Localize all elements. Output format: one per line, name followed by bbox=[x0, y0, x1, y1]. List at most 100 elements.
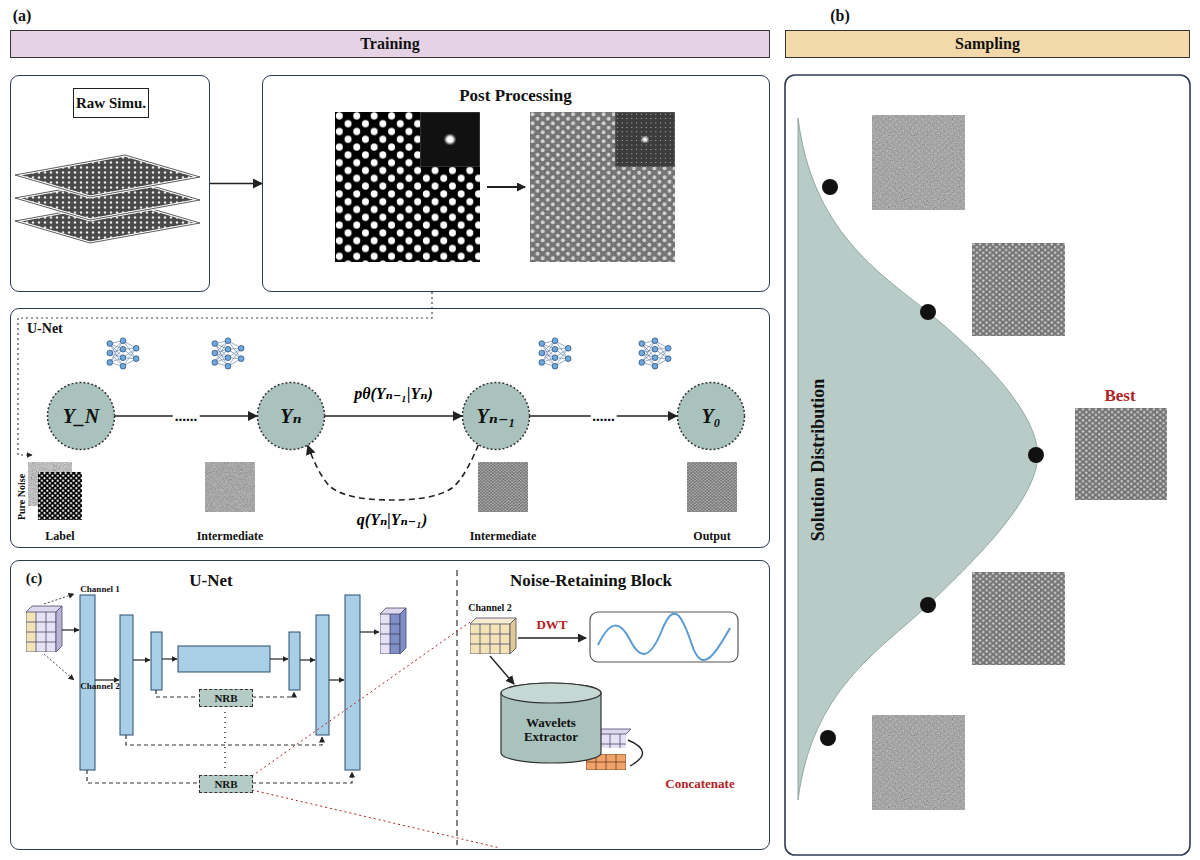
unet-architecture bbox=[95, 679, 119, 680]
header-band: Sampling bbox=[785, 30, 1190, 58]
diffusion-images bbox=[478, 462, 528, 512]
node-text: U-Net bbox=[141, 569, 281, 593]
unet-architecture bbox=[316, 615, 329, 735]
node-text: Post Processing bbox=[263, 84, 768, 108]
node-text: Raw Simu. bbox=[73, 88, 149, 118]
unet-architecture bbox=[80, 595, 360, 770]
sample-image bbox=[972, 572, 1065, 665]
post-processing-images bbox=[335, 112, 675, 262]
unet-architecture bbox=[252, 622, 500, 848]
panel-box: U-NetNoise-Retaining BlockNRBNRBWavelets… bbox=[10, 560, 770, 850]
sample-image bbox=[872, 115, 965, 210]
noise-retaining-block-art bbox=[470, 624, 510, 654]
simulation-sheets bbox=[15, 155, 200, 243]
solution-distribution-curve bbox=[798, 118, 1044, 800]
solution-distribution-curve bbox=[1028, 447, 1044, 463]
unet-architecture bbox=[151, 632, 162, 690]
unet-architecture bbox=[87, 690, 352, 783]
unet-icon bbox=[639, 338, 671, 369]
node-text: Wavelets Extractor bbox=[499, 681, 603, 765]
unet-architecture bbox=[390, 614, 400, 654]
vertical-label: Solution Distribution bbox=[808, 379, 829, 542]
noise-retaining-block-art bbox=[518, 637, 586, 638]
unet-architecture bbox=[26, 612, 36, 652]
unet-architecture bbox=[26, 570, 500, 848]
sample-image bbox=[872, 115, 1167, 810]
unet-architecture bbox=[87, 770, 197, 783]
state-circle: Y₀ bbox=[676, 381, 746, 451]
transition-arrow bbox=[210, 183, 262, 185]
text-label: Concatenate bbox=[665, 776, 734, 792]
unet-architecture bbox=[345, 595, 360, 770]
node-text: Noise-Retaining Block bbox=[471, 569, 711, 593]
noise-retaining-block-art bbox=[490, 656, 514, 684]
text-label: Channel 2 bbox=[468, 602, 512, 613]
text-label: Output bbox=[693, 529, 730, 544]
text-label: Intermediate bbox=[470, 529, 537, 544]
diffusion-images bbox=[38, 472, 82, 520]
sampling-panel bbox=[785, 75, 1190, 855]
nrb-box: NRB bbox=[199, 689, 253, 707]
noise-retaining-block-art bbox=[590, 612, 738, 662]
node-text: Yₙ₋₁ bbox=[461, 381, 531, 451]
solution-distribution-curve bbox=[822, 179, 838, 195]
unet-architecture bbox=[456, 570, 457, 845]
unet-architecture bbox=[252, 790, 500, 848]
simulation-sheets bbox=[15, 155, 200, 197]
text-label: Channel 1 bbox=[80, 584, 119, 594]
node-text: NRB bbox=[200, 690, 252, 706]
text-label: Channel 2 bbox=[80, 681, 119, 691]
node-text: Y₀ bbox=[676, 381, 746, 451]
transition-arrow bbox=[308, 445, 478, 500]
sample-image bbox=[1075, 408, 1167, 500]
unet-architecture bbox=[162, 658, 177, 659]
text-label: (b) bbox=[830, 7, 850, 25]
unet-architecture bbox=[224, 712, 226, 770]
edge-label: ...... bbox=[173, 408, 200, 425]
node-text: Y_N bbox=[46, 381, 116, 451]
unet-architecture bbox=[120, 615, 133, 735]
panel-box: Post Processing bbox=[262, 75, 770, 292]
noise-retaining-block-art bbox=[598, 614, 730, 660]
unet-icon bbox=[107, 338, 139, 369]
edge-label: ...... bbox=[590, 408, 617, 425]
unet-architecture bbox=[289, 632, 300, 690]
unet-architecture bbox=[300, 659, 315, 660]
unet-icon bbox=[539, 338, 571, 369]
state-circle: Y_N bbox=[46, 381, 116, 451]
state-circle: Yₙ₋₁ bbox=[461, 381, 531, 451]
transition-arrow bbox=[325, 415, 462, 417]
panel-box: Raw Simu. bbox=[10, 75, 210, 292]
unet-architecture bbox=[156, 690, 197, 697]
diffusion-images bbox=[687, 462, 737, 512]
unet-architecture bbox=[62, 630, 379, 680]
unet-architecture bbox=[56, 606, 62, 652]
leader-line bbox=[18, 292, 432, 455]
post-processing-images bbox=[335, 112, 480, 262]
solution-distribution-curve bbox=[920, 597, 936, 613]
unet-architecture bbox=[270, 658, 288, 659]
text-label: (c) bbox=[26, 570, 43, 587]
node-text: Training bbox=[11, 31, 769, 57]
unet-architecture bbox=[44, 594, 74, 604]
unet-icon bbox=[107, 338, 671, 369]
node-text: Sampling bbox=[786, 31, 1189, 57]
vertical-label: Pure Noise bbox=[16, 474, 27, 520]
sampling-panel bbox=[785, 75, 1190, 855]
unet-architecture bbox=[178, 646, 270, 672]
unet-architecture bbox=[400, 608, 406, 654]
post-processing-images bbox=[420, 112, 480, 167]
solution-distribution-curve bbox=[820, 730, 836, 746]
noise-retaining-block-art bbox=[470, 612, 738, 770]
unet-architecture bbox=[62, 629, 79, 630]
cylinder-top bbox=[501, 683, 601, 703]
unet-architecture bbox=[252, 622, 470, 776]
noise-retaining-block-art bbox=[628, 740, 643, 766]
unet-architecture bbox=[252, 692, 294, 697]
sample-image bbox=[872, 715, 965, 810]
text-label: Best bbox=[1104, 386, 1135, 406]
unet-architecture bbox=[133, 659, 150, 660]
leader-line bbox=[18, 292, 432, 455]
unet-architecture bbox=[26, 606, 62, 652]
